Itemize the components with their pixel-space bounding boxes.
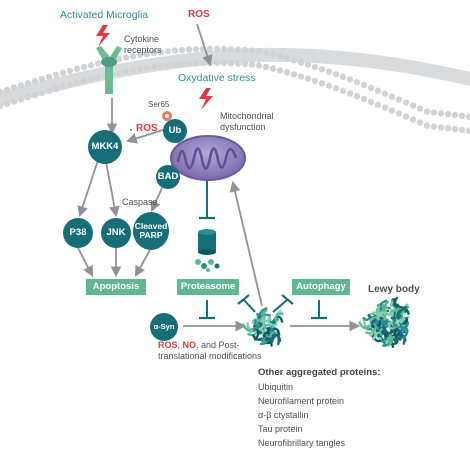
other-proteins-title: Other aggregated proteins:: [258, 367, 381, 378]
cytokine-label: Cytokine: [124, 34, 160, 44]
ros-mid-label: ROS: [136, 123, 158, 134]
mito-dysfunction-label-1: Mitochondrial: [220, 111, 274, 121]
aggregate-icon: [242, 307, 284, 347]
oxidative-stress-label: Oxydative stress: [178, 72, 256, 84]
jnk-node: JNK: [101, 218, 131, 248]
receptors-label: receptors: [124, 45, 162, 55]
mito-dysfunction-label-2: dysfunction: [220, 122, 266, 132]
list-item: Neurofibrillary tangles: [258, 438, 346, 448]
proteasome-box: Proteasome: [177, 279, 239, 295]
lightning-icon: [96, 25, 110, 47]
caspase-label: Caspase: [122, 197, 158, 207]
proteasome-icon: [195, 229, 220, 272]
cell-membrane: [0, 47, 470, 106]
parp-label: PARP: [139, 230, 163, 240]
phospho-icon: [162, 111, 172, 121]
list-item: α-β ctystallin: [258, 410, 309, 420]
list-item: Neurofilament protein: [258, 396, 345, 406]
ptm-line2: translational modifications: [158, 351, 262, 361]
ser65-label: Ser65: [148, 100, 170, 109]
cleaved-label: Cleaved: [134, 221, 168, 232]
membrane-lipids: [0, 45, 470, 134]
other-aggregated-proteins: Other aggregated proteins: Ubiquitin Neu…: [258, 366, 380, 450]
alpha-syn-node: α-Syn: [150, 313, 178, 341]
comma-label: ,: [177, 340, 183, 350]
ros-top-label: ROS: [188, 9, 210, 20]
ros-label: ROS: [158, 340, 178, 350]
receptor-icon: [96, 46, 122, 94]
ptm-line1: ROS, NO, and Post-: [158, 340, 240, 350]
activated-microglia-label: Activated Microglia: [60, 9, 149, 21]
apoptosis-box: Apoptosis: [86, 279, 146, 295]
autophagy-box: Autophagy: [292, 279, 350, 295]
lewy-body-label: Lewy body: [368, 284, 420, 295]
list-item: Ubiquitin: [258, 382, 294, 392]
p38-node: P38: [63, 218, 93, 248]
list-item: Tau protein: [258, 424, 303, 434]
bad-node: BAD: [156, 165, 180, 189]
lewy-body-icon: [358, 296, 410, 348]
mkk4-node: MKK4: [88, 130, 122, 164]
lightning-icon: [199, 88, 213, 110]
pathway-diagram: Activated Microglia ROS Cytokine recepto…: [0, 9, 470, 448]
no-label: NO: [182, 340, 197, 350]
mitochondrion-icon: [170, 135, 246, 181]
diagram-graphics: [0, 23, 470, 348]
ptm-rest-label: , and Post-: [196, 340, 240, 350]
ub-node: Ub: [163, 119, 187, 143]
